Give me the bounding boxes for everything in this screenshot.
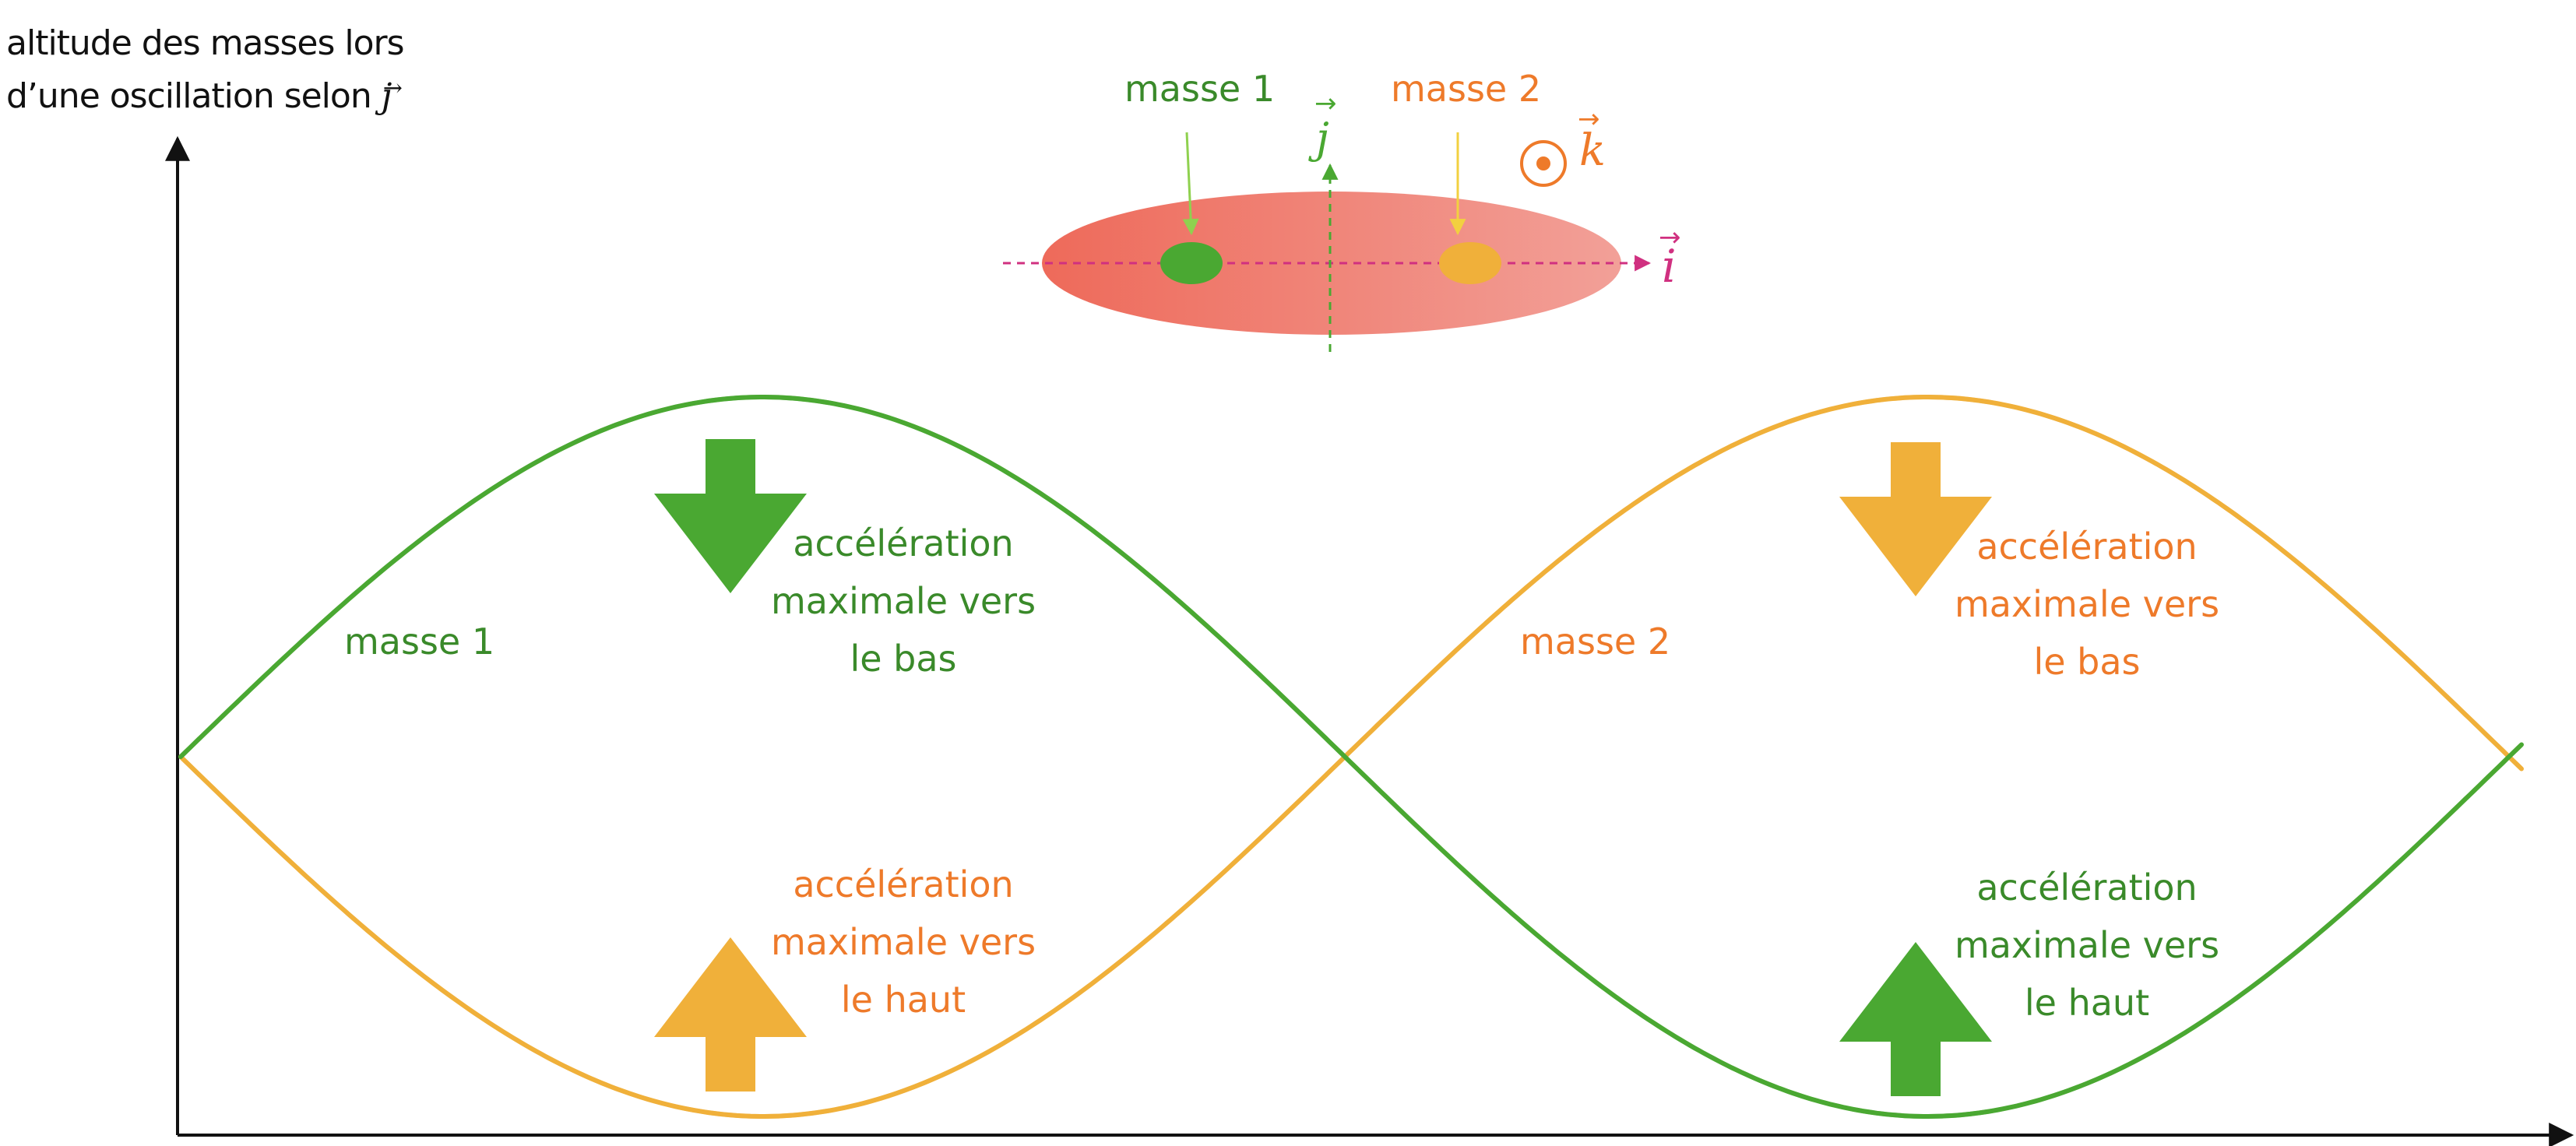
orange-down-arrow-icon	[1839, 442, 1992, 596]
annotation-line: accélération	[793, 522, 1013, 564]
vector-k-label: k →	[1520, 104, 1606, 187]
out-of-plane-dot	[1536, 156, 1550, 170]
vector-arrow-icon: →	[1659, 222, 1681, 253]
green-up-arrow-icon	[1839, 942, 1992, 1096]
vector-i-letter: i	[1662, 240, 1677, 293]
annotation-line: maximale vers	[771, 921, 1036, 963]
green-up-annotation: accélération maximale vers le haut	[1955, 867, 2219, 1024]
y-axis-title-line2: d’une oscillation selon j→	[6, 70, 404, 123]
orange-up-arrow-icon	[654, 937, 807, 1092]
mass1-curve-stroke	[180, 395, 2522, 1116]
mass1-pointer	[1182, 132, 1199, 236]
annotation-line: le bas	[850, 638, 956, 680]
mass1-dot	[1160, 242, 1223, 284]
annotation-line: le haut	[841, 979, 966, 1021]
vector-arrow-icon: →	[1314, 88, 1337, 119]
annotation-line: accélération	[1976, 867, 2197, 909]
annotation-line: maximale vers	[1955, 583, 2219, 625]
inset-mass2-label: masse 2	[1391, 68, 1541, 110]
vector-j-label: j →	[1308, 88, 1337, 163]
green-down-arrow-icon	[654, 439, 807, 593]
out-of-plane-icon	[1520, 140, 1567, 187]
annotation-line: accélération	[793, 863, 1013, 905]
orange-up-annotation: accélération maximale vers le haut	[771, 863, 1036, 1021]
vector-k-letter: k	[1579, 125, 1606, 176]
orange-down-annotation: accélération maximale vers le bas	[1955, 526, 2219, 683]
mass2-curve-stroke	[178, 395, 2524, 1119]
mass2-curve-stroke	[180, 398, 2522, 1119]
annotation-line: maximale vers	[1955, 924, 2219, 966]
annotation-line: le bas	[2033, 641, 2140, 683]
mass2-curve-label: masse 2	[1520, 620, 1670, 663]
vector-i-label: i →	[1659, 222, 1681, 293]
y-axis-title: altitude des masses lors d’une oscillati…	[6, 17, 405, 123]
vector-arrow-icon: →	[382, 75, 403, 102]
y-axis-title-vector-j: j→	[382, 75, 403, 116]
y-axis-title-line2-text: d’une oscillation selon	[6, 76, 382, 116]
mass2-curve-stroke	[180, 395, 2522, 1116]
disc-inset: masse 1 masse 2 j → i → k →	[1003, 68, 1681, 352]
mass1-curve	[178, 395, 2524, 1119]
mass2-curve	[178, 395, 2524, 1119]
mass1-curve-stroke	[180, 398, 2522, 1119]
mass1-curve-stroke	[178, 395, 2524, 1119]
inset-mass1-label: masse 1	[1124, 68, 1275, 110]
vector-arrow-icon: →	[1578, 104, 1600, 135]
vector-j-letter: j	[1308, 114, 1329, 163]
annotation-line: accélération	[1976, 526, 2197, 568]
y-axis-title-line1: altitude des masses lors	[6, 23, 405, 63]
green-down-annotation: accélération maximale vers le bas	[771, 522, 1036, 680]
annotation-line: maximale vers	[771, 580, 1036, 622]
mass2-dot	[1439, 242, 1501, 284]
annotation-line: le haut	[2025, 982, 2149, 1024]
mass1-curve-label: masse 1	[344, 620, 494, 663]
